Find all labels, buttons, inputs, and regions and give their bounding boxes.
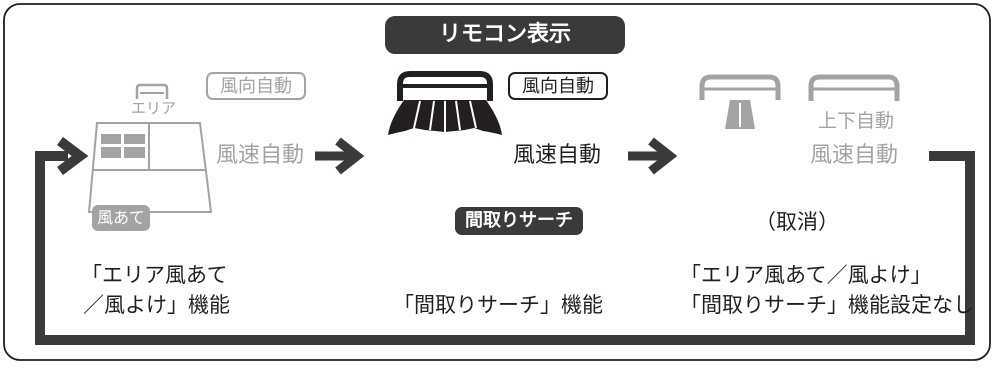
madori-function-caption: 「間取りサーチ」機能 [393,293,603,317]
loop-arrow-head [57,137,89,175]
cancel-caption: 「エリア風あて／風よけ」 「間取りサーチ」機能設定なし [680,260,974,320]
cancel-label: （取消） [755,210,839,234]
remote-display-badge: リモコン表示 [385,16,625,54]
wind-direction-auto-badge: 風向自動 [206,72,306,100]
arrow-right-icon [315,137,365,175]
kaze-ate-badge: 風あて [92,205,150,231]
wind-direction-auto-badge: 風向自動 [508,72,608,100]
madori-search-badge: 間取りサーチ [455,207,583,235]
outer-frame [3,3,991,361]
wind-direction-auto-label: 風向自動 [522,76,594,97]
loop-back-line [35,151,975,345]
ac-straight-flow-icon [699,74,781,129]
ac-updown-auto-icon [808,74,900,101]
wind-speed-auto-label: 風速自動 [216,143,305,168]
kaze-ate-label: 風あて [97,208,145,227]
wind-speed-auto-label: 風速自動 [810,143,899,168]
room-floor-plan-icon [87,122,213,213]
area-caption-line-2: ／風よけ」機能 [83,293,230,317]
updown-auto-label: 上下自動 [818,110,895,132]
area-icon-label: エリア [131,99,177,117]
area-caption-line-1: 「エリア風あて [81,263,228,287]
small-ac-unit-icon [135,83,169,99]
wind-direction-auto-label: 風向自動 [220,76,292,97]
madori-search-label: 間取りサーチ [465,210,573,231]
arrow-right-icon [628,137,678,175]
area-function-caption: 「エリア風あて ／風よけ」機能 [81,260,230,320]
cancel-caption-line-1: 「エリア風あて／風よけ」 [680,263,932,287]
remote-display-label: リモコン表示 [438,22,571,47]
wind-speed-auto-label: 風速自動 [513,143,602,168]
ac-wide-swing-icon [388,71,502,135]
cancel-caption-line-2: 「間取りサーチ」機能設定なし [680,293,974,317]
